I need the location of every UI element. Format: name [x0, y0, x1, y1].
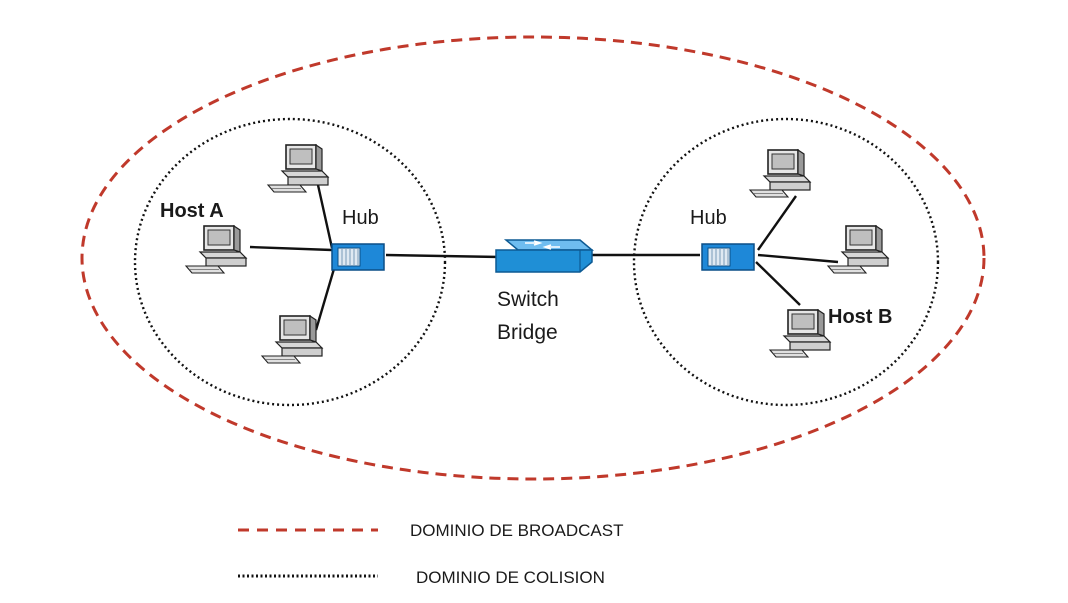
broadcast-domain-boundary: [80, 35, 986, 481]
hub-icon: [331, 243, 385, 271]
hub-icon: [701, 243, 755, 271]
computer-icon: [185, 225, 247, 274]
legend-broadcast-label: DOMINIO DE BROADCAST: [410, 521, 623, 540]
host-b-label: Host B: [828, 306, 892, 328]
legend: DOMINIO DE BROADCAST DOMINIO DE COLISION: [238, 521, 623, 587]
computer-icon: [261, 315, 323, 364]
switch-icon: [495, 239, 595, 273]
switch-label: Switch: [497, 288, 559, 311]
legend-collision-label: DOMINIO DE COLISION: [416, 568, 605, 587]
computer-icon: [267, 144, 329, 193]
bridge-label: Bridge: [497, 321, 558, 344]
hub-right-label: Hub: [690, 207, 727, 229]
computer-icon: [769, 309, 831, 358]
network-links: [249, 184, 839, 331]
host-a-label: Host A: [160, 200, 224, 222]
collision-domain-right-boundary: [632, 117, 940, 407]
computer-icon: [749, 149, 811, 198]
collision-domain-left-boundary: [133, 117, 447, 407]
hub-left-label: Hub: [342, 207, 379, 229]
computer-icon: [827, 225, 889, 274]
